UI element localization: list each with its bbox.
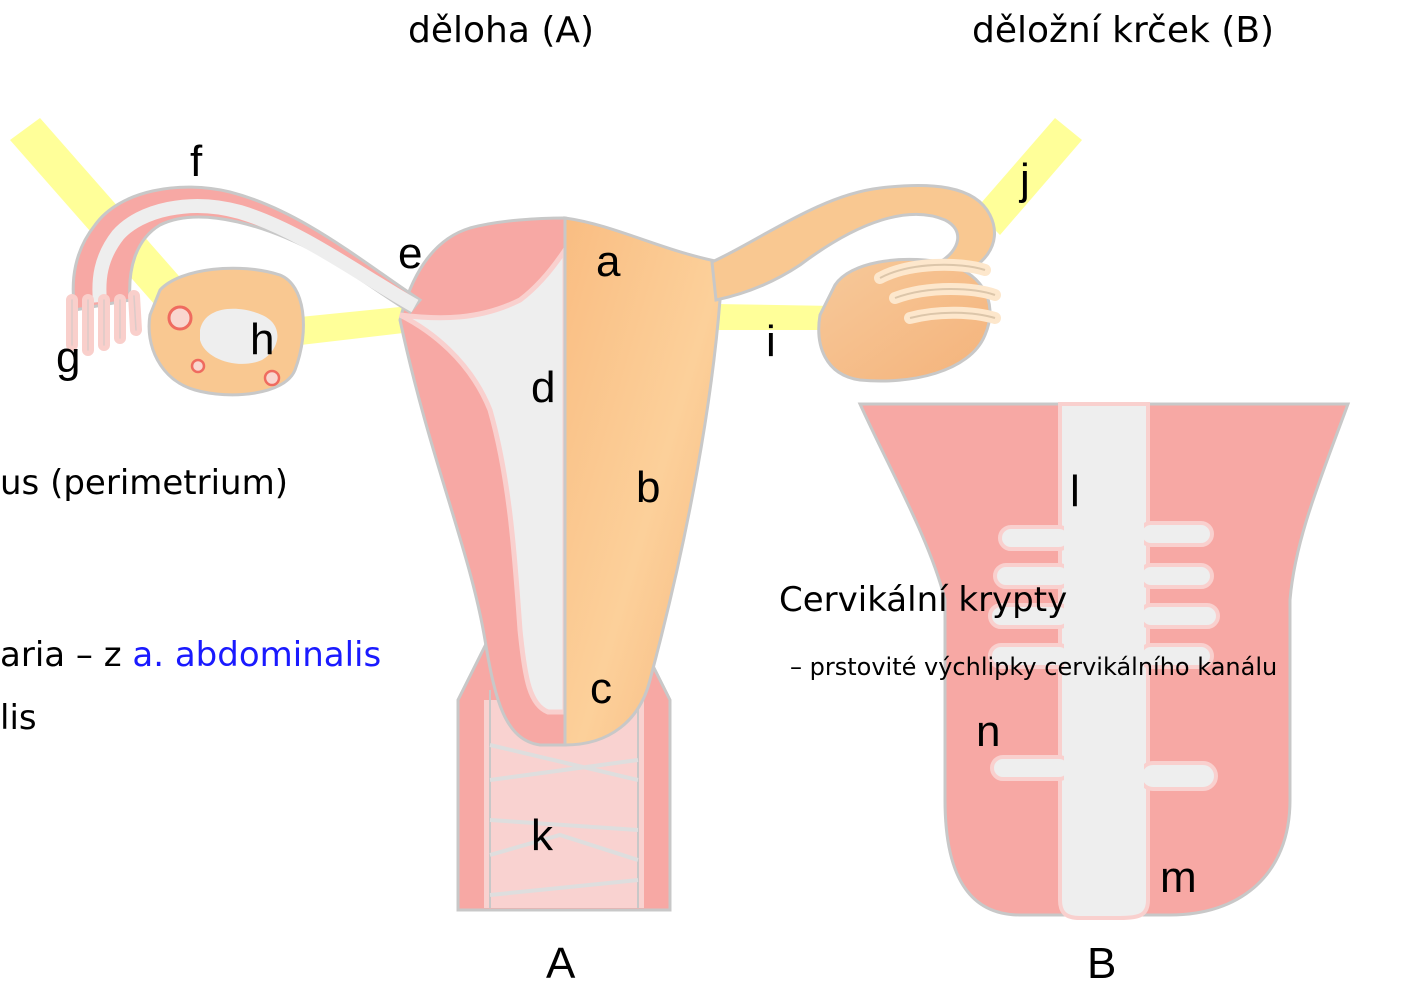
cervical-crypt <box>1140 565 1212 587</box>
label-c: c <box>590 667 612 711</box>
crypts-description: – prstovité výchlipky cervikálního kanál… <box>790 653 1277 681</box>
artery-link[interactable]: a. abdominalis <box>132 635 381 675</box>
cervical-crypt <box>1140 605 1218 627</box>
left-ovarian-ligament <box>290 306 412 346</box>
label-l: l <box>1070 470 1080 514</box>
cervical-crypt <box>992 757 1070 779</box>
label-b: b <box>636 466 660 510</box>
artery-text-prefix: aria – z <box>0 635 132 675</box>
label-h: h <box>250 318 274 362</box>
artery-text: aria – z a. abdominalis <box>0 635 381 675</box>
label-f: f <box>190 140 202 184</box>
follicle <box>192 360 204 372</box>
label-g: g <box>56 336 80 380</box>
label-j: j <box>1020 158 1030 202</box>
label-d: d <box>531 366 555 410</box>
label-k: k <box>531 814 553 858</box>
right-ovary <box>819 259 990 381</box>
follicle <box>265 371 279 385</box>
perimetrium-text: us (perimetrium) <box>0 463 288 503</box>
follicle <box>169 307 191 329</box>
figure-label-B: B <box>1087 942 1116 986</box>
label-e: e <box>398 232 422 276</box>
label-n: n <box>976 710 1000 754</box>
label-m: m <box>1160 856 1197 900</box>
cervical-crypt <box>1000 527 1070 549</box>
label-a: a <box>596 240 620 284</box>
cervical-crypt <box>1140 763 1216 789</box>
artery-text-line3: lis <box>0 698 37 738</box>
uterus-title: děloha (A) <box>408 10 594 51</box>
cervix-title: děložní krček (B) <box>972 10 1274 51</box>
cervical-crypt <box>1140 523 1212 545</box>
label-i: i <box>766 320 776 364</box>
crypts-title: Cervikální krypty <box>779 580 1067 620</box>
left-ovary <box>149 268 303 395</box>
figure-label-A: A <box>546 942 575 986</box>
